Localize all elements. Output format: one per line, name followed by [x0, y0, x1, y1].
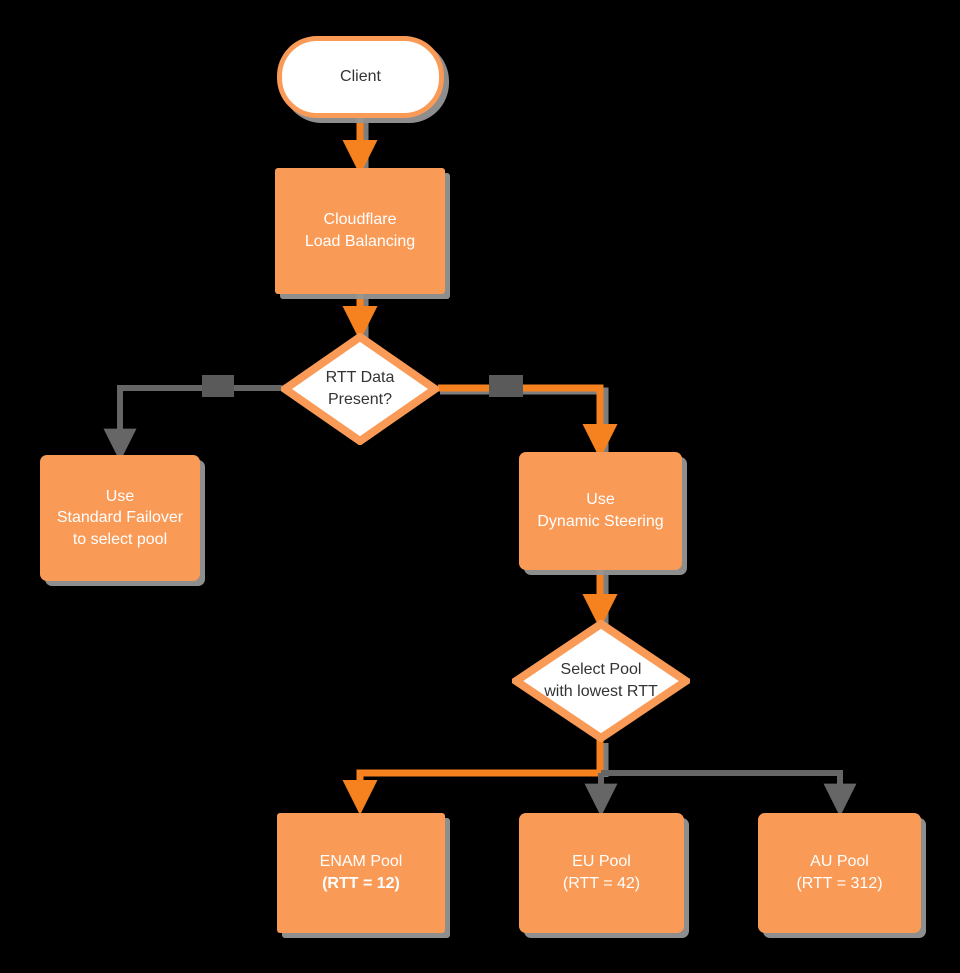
- node-standard-failover[interactable]: Use Standard Failover to select pool: [40, 455, 200, 581]
- node-enam-pool-name: ENAM Pool: [319, 853, 403, 871]
- node-enam-pool-rtt: (RTT = 12): [322, 875, 400, 892]
- node-standard-failover-label: Use Standard Failover to select pool: [56, 487, 184, 548]
- node-load-balancing-label: Cloudflare Load Balancing: [304, 211, 416, 250]
- node-load-balancing[interactable]: Cloudflare Load Balancing: [275, 168, 445, 294]
- node-rtt-decision-label: RTT Data Present?: [325, 369, 395, 408]
- node-eu-pool-rtt: (RTT = 42): [562, 875, 641, 892]
- node-enam-pool[interactable]: ENAM Pool (RTT = 12): [277, 813, 445, 933]
- node-select-pool-label: Select Pool with lowest RTT: [544, 661, 658, 700]
- node-dynamic-steering[interactable]: Use Dynamic Steering: [519, 452, 682, 570]
- node-dynamic-steering-label: Use Dynamic Steering: [537, 491, 664, 530]
- node-au-pool-rtt: (RTT = 312): [796, 875, 883, 892]
- node-rtt-decision[interactable]: RTT Data Present?: [281, 333, 439, 445]
- node-select-pool[interactable]: Select Pool with lowest RTT: [512, 620, 690, 742]
- node-au-pool[interactable]: AU Pool (RTT = 312): [758, 813, 921, 933]
- node-eu-pool[interactable]: EU Pool (RTT = 42): [519, 813, 684, 933]
- node-client[interactable]: Client: [277, 36, 444, 118]
- node-client-label: Client: [340, 68, 381, 86]
- node-au-pool-name: AU Pool: [810, 853, 869, 871]
- node-eu-pool-name: EU Pool: [572, 853, 631, 871]
